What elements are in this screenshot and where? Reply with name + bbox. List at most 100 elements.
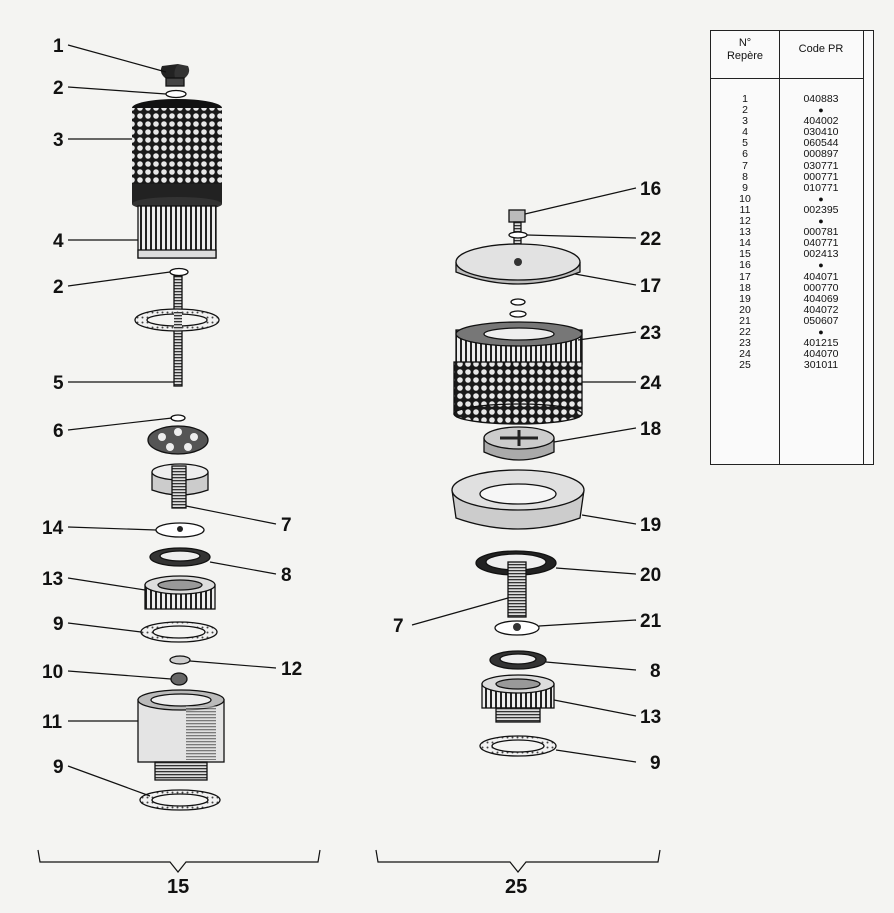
star-cap-part xyxy=(483,426,555,461)
callout-9-lower: 9 xyxy=(53,757,64,778)
strainer-basket-part xyxy=(132,99,222,211)
table-row-code: 002395 xyxy=(803,203,839,216)
table-row-code: ● xyxy=(818,216,824,227)
table-row-code: 404002 xyxy=(803,115,839,128)
left-callout-labels: 1 2 3 4 2 5 6 14 13 9 10 11 9 7 8 12 xyxy=(42,36,302,778)
table-row-code: 000897 xyxy=(803,148,839,161)
star-disc-part xyxy=(147,425,209,455)
table-row-ref: 9 xyxy=(742,181,748,194)
bowl-part xyxy=(451,469,585,530)
table-row-ref: 25 xyxy=(739,359,751,372)
table-row-code: 404070 xyxy=(803,348,839,361)
table-row-ref: 20 xyxy=(739,303,751,316)
table-row-code: ● xyxy=(818,105,824,116)
table-row-ref: 12 xyxy=(739,215,751,228)
wing-nut-part xyxy=(160,64,190,87)
lid-disc-part xyxy=(455,243,581,285)
callout-6: 6 xyxy=(53,421,64,442)
table-row-ref: 21 xyxy=(739,314,751,327)
ref-header-line1: N° xyxy=(738,37,752,49)
nut-right-part xyxy=(481,674,555,723)
brush-part xyxy=(137,205,217,259)
callout-10: 10 xyxy=(42,662,63,683)
table-row-code: 404072 xyxy=(803,303,839,316)
table-row-code: 000771 xyxy=(803,170,839,183)
callout-12: 12 xyxy=(281,659,302,680)
callout-7-left: 7 xyxy=(281,515,292,536)
table-row-ref: 8 xyxy=(742,170,748,183)
table-row-code: 050607 xyxy=(803,314,839,327)
table-row-code: ● xyxy=(818,326,824,337)
callout-19: 19 xyxy=(640,515,661,536)
left-assembly xyxy=(132,64,225,811)
table-row-code: 030771 xyxy=(803,159,839,172)
code-column-header: Code PR xyxy=(779,31,863,79)
table-row-code: 010771 xyxy=(803,181,839,194)
callout-8-right: 8 xyxy=(650,661,661,682)
table-row-ref: 19 xyxy=(739,292,751,305)
callout-8-left: 8 xyxy=(281,565,292,586)
table-row-code: 002413 xyxy=(803,248,839,261)
callout-13-right: 13 xyxy=(640,707,661,728)
table-row-code: 301011 xyxy=(803,359,839,372)
brush-ring-part xyxy=(455,321,583,365)
table-row-code: ● xyxy=(818,260,824,271)
table-row-ref: 10 xyxy=(739,192,751,205)
callout-24: 24 xyxy=(640,373,662,394)
table-row-ref: 17 xyxy=(739,270,751,283)
right-leader-lines xyxy=(411,187,637,763)
table-row-code: 000770 xyxy=(803,281,839,294)
callout-9: 9 xyxy=(53,614,64,635)
right-callout-labels: 16 22 17 23 24 18 19 20 21 8 13 9 7 xyxy=(393,179,662,774)
table-row-ref: 18 xyxy=(739,281,751,294)
callout-1: 1 xyxy=(53,36,64,57)
callout-13: 13 xyxy=(42,569,63,590)
table-row-code: 060544 xyxy=(803,137,839,150)
table-row-ref: 1 xyxy=(742,93,748,105)
callout-3: 3 xyxy=(53,130,64,151)
table-row-ref: 3 xyxy=(742,115,748,128)
table-row-ref: 4 xyxy=(742,126,748,139)
group-bracket-right: 25 xyxy=(375,849,661,898)
callout-20: 20 xyxy=(640,565,661,586)
table-row-ref: 7 xyxy=(742,159,748,172)
table-row-code: 000781 xyxy=(803,226,839,239)
callout-17: 17 xyxy=(640,276,661,297)
left-leader-lines xyxy=(67,44,277,797)
callout-22: 22 xyxy=(640,229,661,250)
table-row-ref: 13 xyxy=(739,226,751,239)
callout-7-right: 7 xyxy=(393,616,404,637)
cup-spring-part xyxy=(151,463,209,509)
callout-2: 2 xyxy=(53,78,64,99)
table-row-ref: 2 xyxy=(742,104,748,117)
group-label-25: 25 xyxy=(505,876,527,898)
table-row-ref: 15 xyxy=(739,248,751,261)
callout-5: 5 xyxy=(53,373,64,394)
table-row-code: 040771 xyxy=(803,237,839,250)
callout-21: 21 xyxy=(640,611,662,632)
callout-16: 16 xyxy=(640,179,661,200)
callout-14: 14 xyxy=(42,518,64,539)
nut-part xyxy=(144,575,216,610)
callout-11: 11 xyxy=(42,712,63,733)
right-assembly xyxy=(451,209,585,757)
callout-23: 23 xyxy=(640,323,661,344)
table-row-ref: 14 xyxy=(739,237,751,250)
table-row-ref: 6 xyxy=(742,148,748,161)
table-row-ref: 23 xyxy=(739,337,751,350)
table-row-code: ● xyxy=(818,193,824,204)
table-row-code: 040883 xyxy=(803,93,839,105)
table-row-code: 401215 xyxy=(803,337,839,350)
ref-header-line2: Repère xyxy=(726,50,764,62)
bolt-part xyxy=(508,209,528,261)
table-row-code: 030410 xyxy=(803,126,839,139)
group-bracket-left: 15 xyxy=(37,849,321,898)
table-row-ref: 22 xyxy=(739,325,751,338)
table-row-ref: 24 xyxy=(739,348,751,361)
table-row-ref: 11 xyxy=(739,203,751,216)
